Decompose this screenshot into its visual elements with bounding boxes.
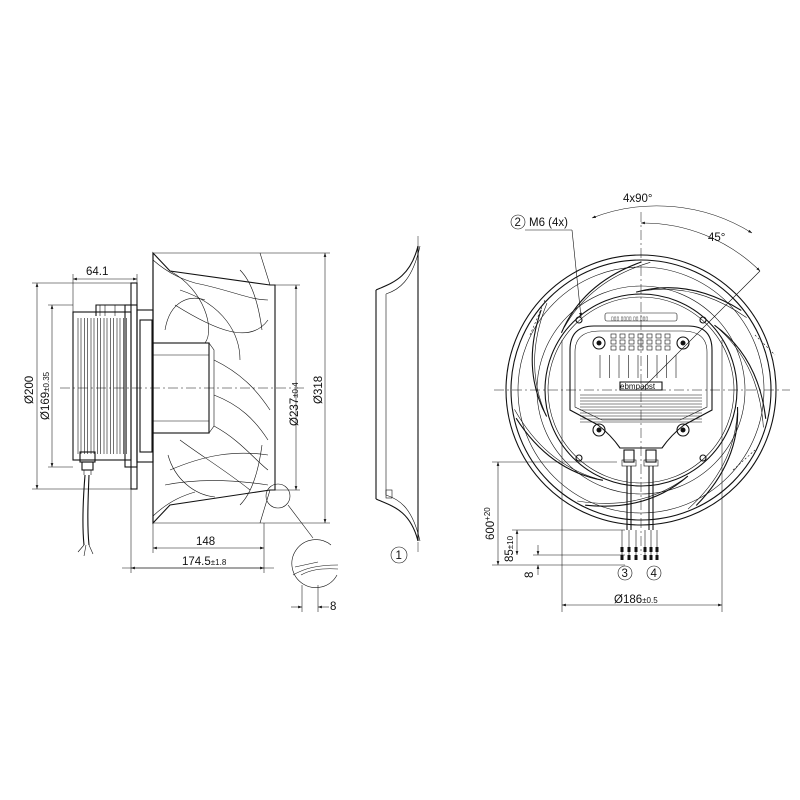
dim-inlet-label: Ø237±0.4 [289,382,301,426]
detail-leader [287,504,314,539]
dim-bore: Ø169±0.35 [40,304,73,468]
connector-a-label: 3 [622,568,628,580]
mount-label: M6 (4x) [529,217,568,229]
dim-inlet: Ø237±0.4 [275,284,301,491]
side-view: 64.1 Ø200 Ø169±0.35 Ø237±0.4 [24,251,339,613]
dim-height: Ø200 [24,282,131,490]
dim-motor-length: 64.1 [72,266,138,312]
wire-ends [620,530,659,560]
inlet-ring: 1 [375,236,421,564]
angle-offset: 45° [640,221,761,391]
motor-backplate: ▯▯▯ ▯▯▯▯ ▯▯ ▯▯▯ ebmpapst [569,312,713,467]
dim-cable-length-label: 600+20 [483,507,497,540]
impeller-blades [514,261,767,510]
dim-height-label: Ø200 [24,376,36,404]
dim-motor-length-label: 64.1 [86,266,108,278]
dim-impeller-length: 148 [152,523,265,553]
angle-offset-label: 45° [708,232,725,244]
dim-strip: 85±10 [504,529,625,562]
dim-bolt-circle-label: Ø186±0.5 [614,594,658,606]
dim-detail-label: 8 [330,601,336,613]
front-view: ▯▯▯ ▯▯▯▯ ▯▯ ▯▯▯ ebmpapst [483,193,790,612]
connector-b-label: 4 [651,568,658,580]
plate-fins [580,333,702,423]
angle-pattern: 4x90° [591,193,753,234]
dim-bolt-circle: Ø186±0.5 [561,340,723,612]
front-cables [620,466,659,560]
mount-marker: 2 [515,217,521,229]
dim-strip-label: 85±10 [504,535,516,562]
rim-hatch [529,299,776,471]
dim-bore-label: Ø169±0.35 [40,371,52,420]
plate-label-strip: ▯▯▯ ▯▯▯▯ ▯▯ ▯▯▯ [611,316,648,322]
motor-body [72,282,215,490]
dim-outer: Ø318 [260,252,330,524]
brand-logo: ebmpapst [620,382,656,391]
ring-marker-label: 1 [396,550,402,562]
dim-impeller-length-label: 148 [196,536,215,548]
callout-mount: 2 M6 (4x) [510,214,583,318]
ring-marker-circle [390,546,408,564]
detail-view: 8 [291,539,339,613]
mount-holes [575,316,707,462]
angle-pattern-label: 4x90° [623,193,653,205]
cable-gland [77,451,96,557]
dim-total-length: 174.5±1.8 [122,489,274,573]
dim-strip-end: 8 [524,545,625,578]
dim-outer-label: Ø318 [313,376,325,404]
dim-total-length-label: 174.5±1.8 [182,556,227,568]
connector-markers: 3 4 [617,565,662,581]
detail-marker-circle [265,483,291,509]
cooling-fins [77,318,127,454]
dim-strip-end-label: 8 [524,572,536,578]
dim-cable-length: 600+20 [483,461,625,566]
